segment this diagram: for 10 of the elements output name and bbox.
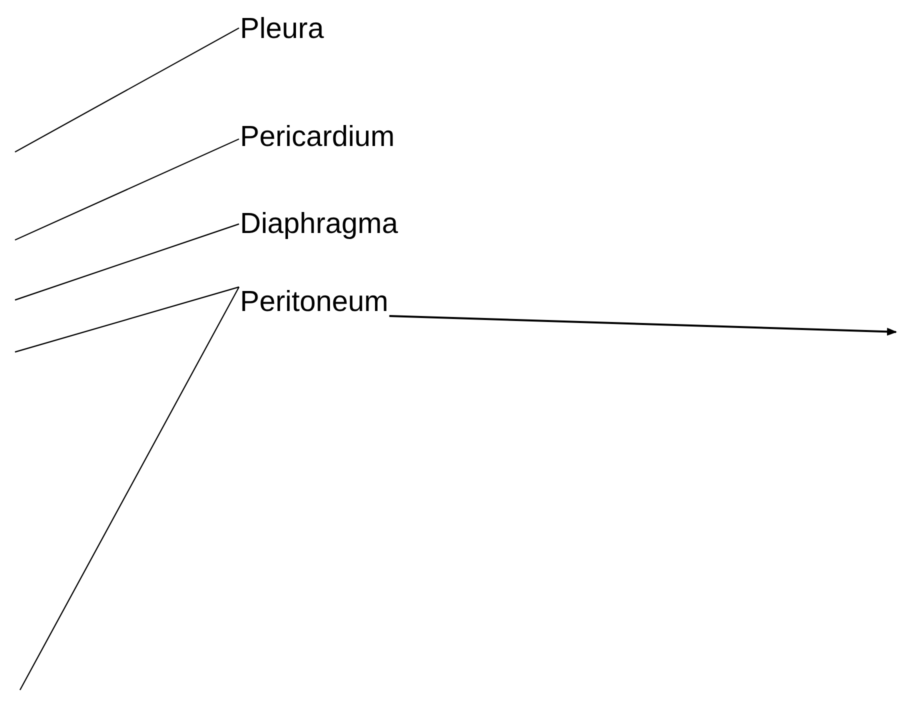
leader-line — [14, 138, 240, 241]
label-text: Pleura — [240, 12, 324, 46]
leader-line — [14, 286, 240, 353]
leader-line — [19, 286, 240, 690]
arrow — [389, 315, 897, 336]
leader-line — [14, 223, 240, 301]
label-text: Peritoneum — [240, 285, 388, 319]
leader-line — [14, 27, 240, 153]
label-text: Pericardium — [240, 120, 395, 154]
label-text: Diaphragma — [240, 207, 398, 241]
